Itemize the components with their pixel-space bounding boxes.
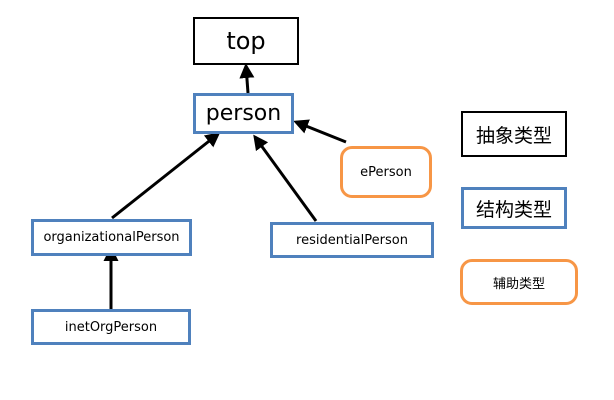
- node-top-label: top: [226, 27, 266, 55]
- node-top: top: [193, 17, 299, 65]
- node-residential-person-label: residentialPerson: [296, 232, 408, 248]
- node-eperson-label: ePerson: [360, 164, 412, 180]
- arrow-organizationalperson-to-person: [111, 132, 221, 220]
- legend-structural-type-label: 结构类型: [475, 198, 552, 221]
- node-residential-person: residentialPerson: [270, 222, 434, 258]
- node-person-label: person: [205, 101, 282, 126]
- arrow-eperson-to-person: [293, 119, 347, 144]
- node-inet-org-person: inetOrgPerson: [31, 309, 191, 345]
- arrow-person-to-top: [239, 63, 255, 94]
- node-eperson: ePerson: [340, 146, 432, 198]
- legend-auxiliary-type: 辅助类型: [460, 259, 578, 305]
- arrow-residentialperson-to-person: [253, 134, 318, 222]
- node-organizational-person: organizationalPerson: [31, 219, 192, 256]
- legend-abstract-type: 抽象类型: [461, 111, 567, 157]
- legend-abstract-type-label: 抽象类型: [475, 124, 552, 147]
- node-person: person: [193, 93, 294, 134]
- node-organizational-person-label: organizationalPerson: [43, 230, 180, 245]
- legend-auxiliary-type-label: 辅助类型: [492, 276, 545, 292]
- node-inet-org-person-label: inetOrgPerson: [64, 319, 158, 335]
- legend-structural-type: 结构类型: [461, 187, 567, 229]
